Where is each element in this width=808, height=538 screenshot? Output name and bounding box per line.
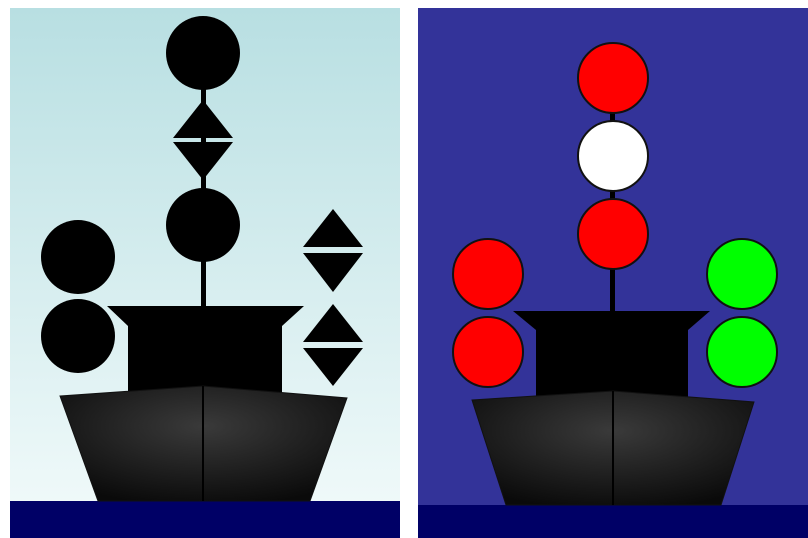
starboard-light-upper-icon	[707, 239, 777, 309]
mast-light-middle-icon	[578, 121, 648, 191]
mast-ball-bottom-icon	[166, 188, 240, 262]
night-scene	[418, 8, 808, 538]
mast-ball-top-icon	[166, 16, 240, 90]
day-hull	[60, 386, 347, 501]
night-hull	[472, 391, 754, 505]
starboard-light-lower-icon	[707, 317, 777, 387]
mast-light-bottom-icon	[578, 199, 648, 269]
port-light-lower-icon	[453, 317, 523, 387]
night-sea	[418, 505, 808, 538]
day-sea	[10, 501, 400, 538]
port-ball-upper-icon	[41, 220, 115, 294]
night-lights-panel	[418, 8, 808, 538]
mast-light-top-icon	[578, 43, 648, 113]
port-light-upper-icon	[453, 239, 523, 309]
day-superstructure	[107, 306, 304, 396]
port-ball-lower-icon	[41, 299, 115, 373]
day-shapes-panel	[10, 8, 400, 538]
night-superstructure	[513, 311, 710, 398]
day-scene	[10, 8, 400, 538]
